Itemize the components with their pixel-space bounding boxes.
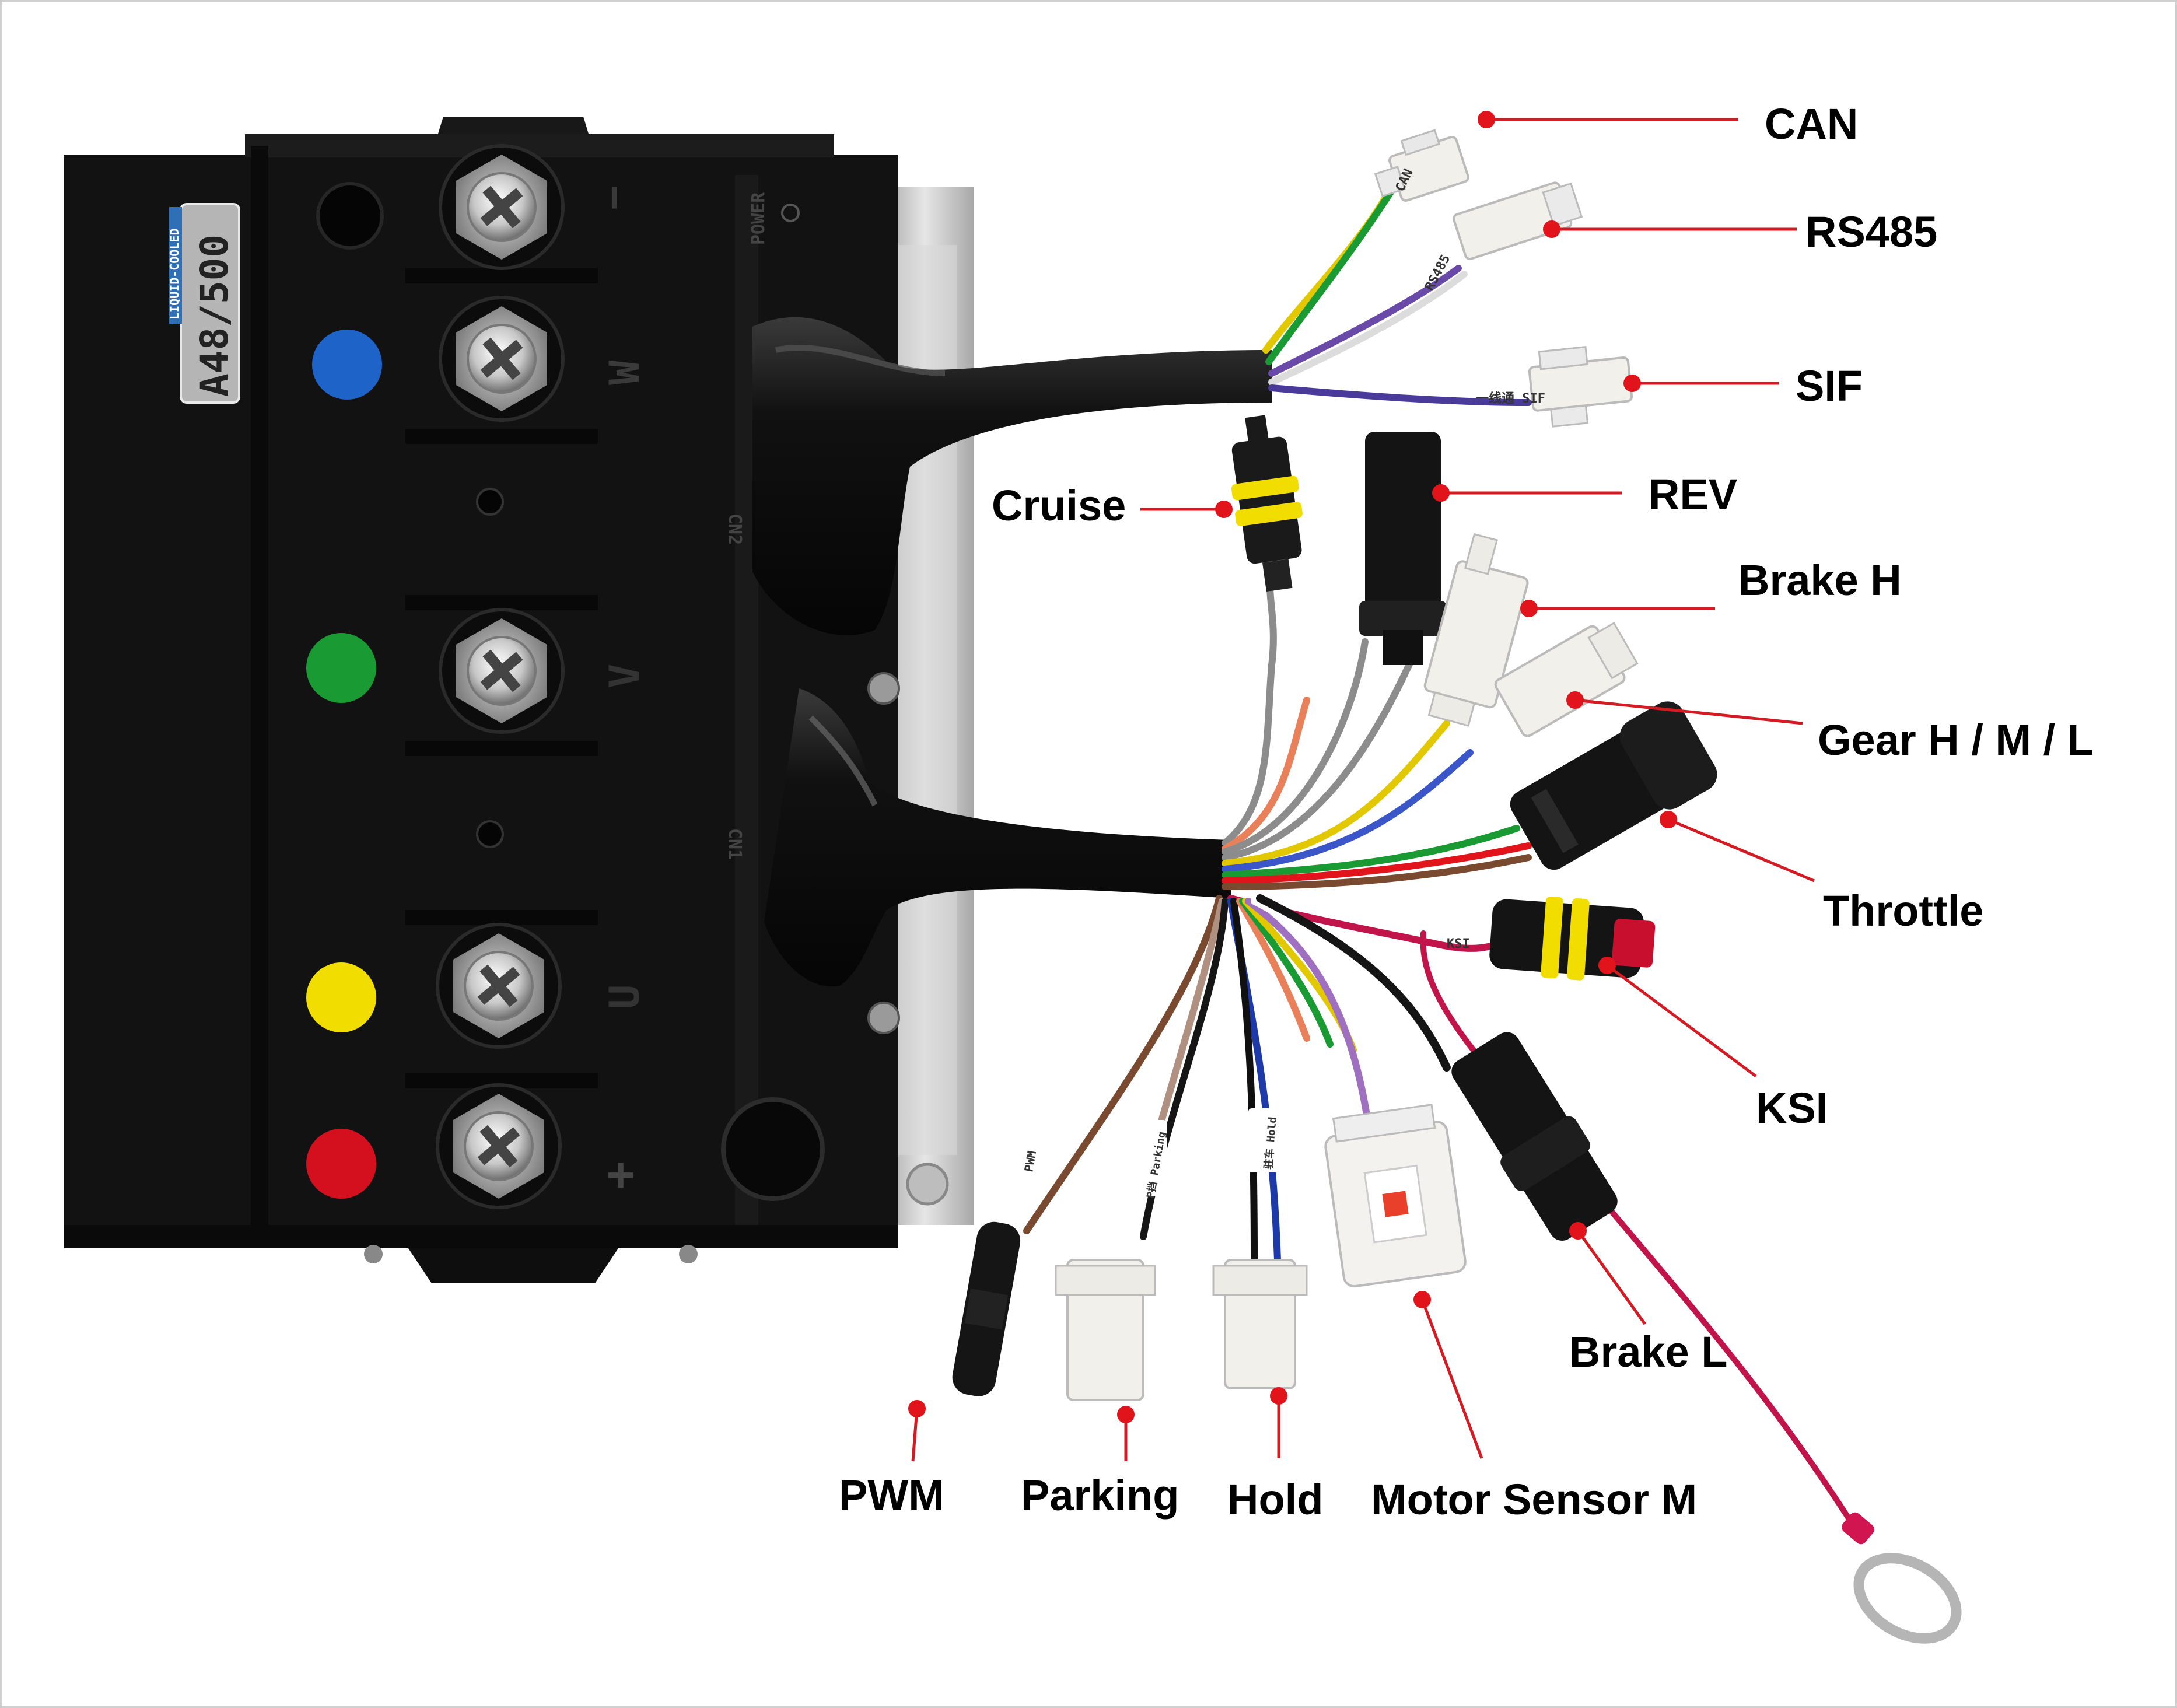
motor-controller: LIQUID-COOLED A48/500 − W V U + POWER xyxy=(64,117,974,1283)
terminal-bolt-plus xyxy=(438,1085,560,1208)
callout-dot-throttle xyxy=(1660,811,1677,828)
gear-connector xyxy=(1494,621,1639,737)
callout-dot-sif xyxy=(1623,374,1641,392)
callout-line-motor-sensor xyxy=(1420,1299,1483,1459)
parking-connector xyxy=(1055,1259,1156,1401)
callout-dot-rs485 xyxy=(1543,220,1560,238)
throttle-connector xyxy=(1510,701,1717,870)
mark-minus: − xyxy=(589,186,637,210)
callout-line-ksi xyxy=(1606,964,1757,1078)
motor-sensor-connector xyxy=(1324,1104,1466,1288)
can-connector xyxy=(1374,129,1469,202)
brake-h-connector xyxy=(1423,533,1529,727)
label-parking: Parking xyxy=(1021,1471,1179,1520)
label-hold: Hold xyxy=(1227,1475,1323,1524)
callout-dot-parking xyxy=(1117,1406,1135,1423)
badge-liquid-cooled: LIQUID-COOLED xyxy=(167,228,181,320)
label-throttle: Throttle xyxy=(1823,887,1983,935)
indicator-blue xyxy=(312,330,382,400)
label-rs485: RS485 xyxy=(1805,208,1937,256)
rev-connector xyxy=(1359,432,1447,665)
label-motor-sensor: Motor Sensor M xyxy=(1371,1475,1697,1524)
wires xyxy=(1023,183,1858,1531)
label-cruise: Cruise xyxy=(992,481,1126,530)
callout-dot-brake-h xyxy=(1520,600,1538,617)
mark-w: W xyxy=(601,360,649,385)
ksi-wire-tag: KSI xyxy=(1447,937,1470,951)
callout-line-throttle xyxy=(1668,818,1815,883)
callout-line-pwm xyxy=(911,1408,919,1462)
indicator-green xyxy=(306,633,376,703)
mark-power: POWER xyxy=(748,192,769,245)
label-gear: Gear H / M / L xyxy=(1818,716,2094,764)
hole-top xyxy=(316,182,384,250)
callout-dot-gear xyxy=(1566,691,1584,709)
ksi-connector xyxy=(1489,896,1656,981)
connectors: CAN RS485 一线通 SIF xyxy=(952,129,1962,1644)
terminal-bolt-v xyxy=(440,610,563,732)
callout-labels: CAN RS485 SIF Cruise REV Brake H Gear H … xyxy=(839,100,2094,1524)
model-badge: LIQUID-COOLED A48/500 xyxy=(167,203,240,404)
label-pwm: PWM xyxy=(839,1471,944,1520)
label-brake-l: Brake L xyxy=(1569,1328,1727,1376)
label-rev: REV xyxy=(1648,470,1737,519)
pwm-connector xyxy=(952,1222,1021,1396)
callout-dots xyxy=(908,111,1677,1423)
mark-v: V xyxy=(601,664,649,688)
callout-dot-cruise xyxy=(1215,501,1233,518)
callout-dot-brake-l xyxy=(1569,1222,1587,1240)
round-plug xyxy=(721,1097,825,1201)
callout-dot-pwm xyxy=(908,1400,926,1418)
terminal-bolt-u xyxy=(438,925,560,1047)
callout-dot-rev xyxy=(1432,484,1450,502)
callout-dot-motor-sensor xyxy=(1413,1291,1431,1308)
ring-terminal xyxy=(1842,1512,1962,1644)
label-ksi: KSI xyxy=(1756,1084,1828,1132)
mark-cn2: CN2 xyxy=(724,513,745,545)
label-brake-h: Brake H xyxy=(1738,556,1902,604)
lower-cable-harness xyxy=(764,688,1231,987)
cruise-connector xyxy=(1231,415,1303,592)
indicator-red xyxy=(306,1129,376,1199)
label-can: CAN xyxy=(1765,100,1858,148)
terminal-bolt-minus xyxy=(440,146,563,268)
callout-dot-ksi xyxy=(1598,957,1616,974)
brake-l-connector xyxy=(1451,1032,1618,1241)
mark-plus: + xyxy=(607,1147,635,1201)
sif-wire-tag: 一线通 SIF xyxy=(1476,391,1545,406)
rs485-connector xyxy=(1452,181,1583,261)
mark-cn1: CN1 xyxy=(724,828,745,860)
hold-connector xyxy=(1212,1259,1308,1390)
callout-line-brake-l xyxy=(1576,1230,1647,1325)
callout-dot-can xyxy=(1478,111,1495,128)
terminal-bolt-w xyxy=(440,298,563,420)
upper-cable-harness xyxy=(752,317,1272,635)
mark-u: U xyxy=(601,985,649,1009)
indicator-yellow xyxy=(306,963,376,1032)
sif-connector xyxy=(1528,345,1633,428)
callout-line-gear xyxy=(1574,698,1803,725)
badge-model-number: A48/500 xyxy=(192,235,237,397)
label-sif: SIF xyxy=(1796,362,1863,410)
callout-dot-hold xyxy=(1270,1387,1287,1405)
